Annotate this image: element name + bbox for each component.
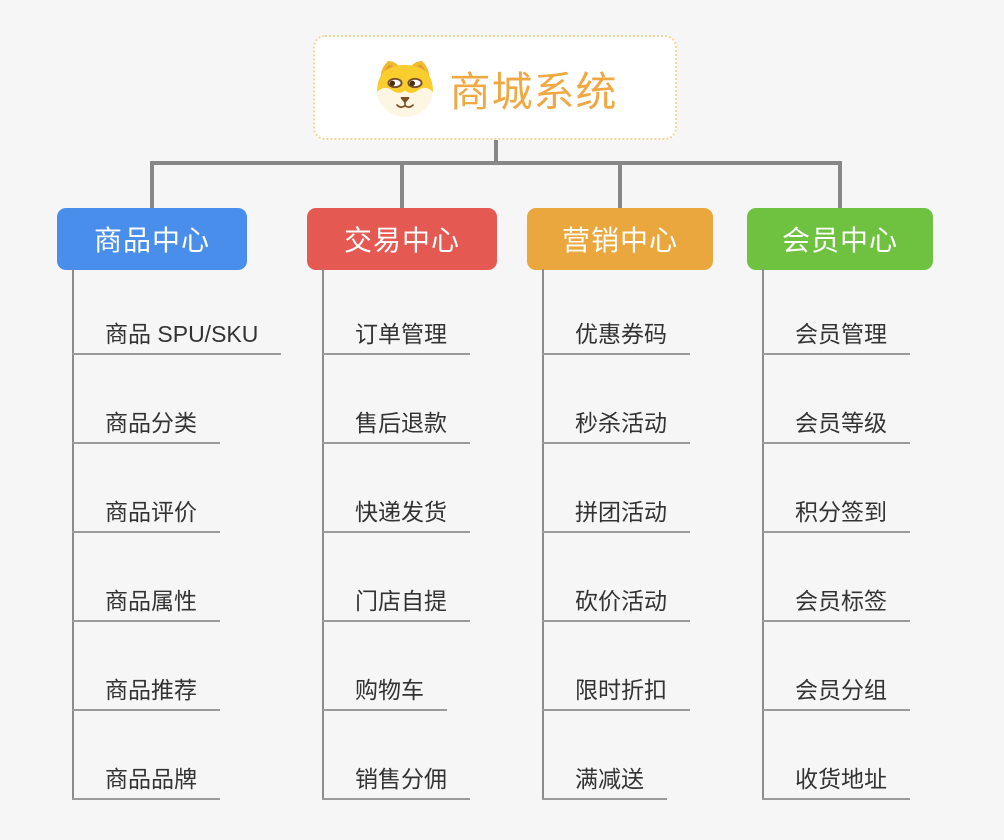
dog-face-icon xyxy=(376,60,433,117)
branch-marketing-center[interactable]: 营销中心 xyxy=(527,208,713,270)
branch-member-center[interactable]: 会员中心 xyxy=(747,208,933,270)
topic-item[interactable]: 售后退款 xyxy=(322,408,470,444)
topic-item[interactable]: 会员等级 xyxy=(762,408,910,444)
topic-item[interactable]: 拼团活动 xyxy=(542,497,690,533)
branch-spine-line xyxy=(542,269,544,800)
root-node[interactable]: 商城系统 xyxy=(313,35,677,140)
connector-line xyxy=(838,163,842,208)
branch-spine-line xyxy=(72,269,74,800)
connector-line xyxy=(494,140,498,163)
topic-item[interactable]: 会员标签 xyxy=(762,586,910,622)
branch-trade-center[interactable]: 交易中心 xyxy=(307,208,497,270)
branch-label: 交易中心 xyxy=(343,225,460,256)
topic-item[interactable]: 会员管理 xyxy=(762,319,910,355)
branch-label: 商品中心 xyxy=(93,225,210,256)
branch-spine-line xyxy=(322,269,324,800)
topic-item[interactable]: 商品 SPU/SKU xyxy=(72,319,282,355)
topic-item[interactable]: 积分签到 xyxy=(762,497,910,533)
topic-item[interactable]: 购物车 xyxy=(322,675,447,711)
topic-item[interactable]: 商品品牌 xyxy=(72,764,220,800)
topic-item[interactable]: 秒杀活动 xyxy=(542,408,690,444)
topic-item[interactable]: 限时折扣 xyxy=(542,675,690,711)
topic-item[interactable]: 商品属性 xyxy=(72,586,220,622)
root-title: 商城系统 xyxy=(449,68,618,115)
connector-line xyxy=(150,161,842,165)
topic-item[interactable]: 商品评价 xyxy=(72,497,220,533)
topic-item[interactable]: 商品推荐 xyxy=(72,675,220,711)
topic-item[interactable]: 满减送 xyxy=(542,764,667,800)
branch-label: 会员中心 xyxy=(781,225,898,256)
topic-item[interactable]: 收货地址 xyxy=(762,764,910,800)
topic-item[interactable]: 快递发货 xyxy=(322,497,470,533)
topic-item[interactable]: 会员分组 xyxy=(762,675,910,711)
topic-item[interactable]: 优惠券码 xyxy=(542,319,690,355)
topic-item[interactable]: 门店自提 xyxy=(322,586,470,622)
connector-line xyxy=(400,163,404,208)
connector-line xyxy=(618,163,622,208)
topic-item[interactable]: 销售分佣 xyxy=(322,764,470,800)
connector-line xyxy=(150,163,154,208)
branch-spine-line xyxy=(762,269,764,800)
branch-label: 营销中心 xyxy=(561,225,678,256)
topic-item[interactable]: 商品分类 xyxy=(72,408,220,444)
topic-item[interactable]: 订单管理 xyxy=(322,319,470,355)
topic-item[interactable]: 砍价活动 xyxy=(542,586,690,622)
branch-product-center[interactable]: 商品中心 xyxy=(57,208,247,270)
